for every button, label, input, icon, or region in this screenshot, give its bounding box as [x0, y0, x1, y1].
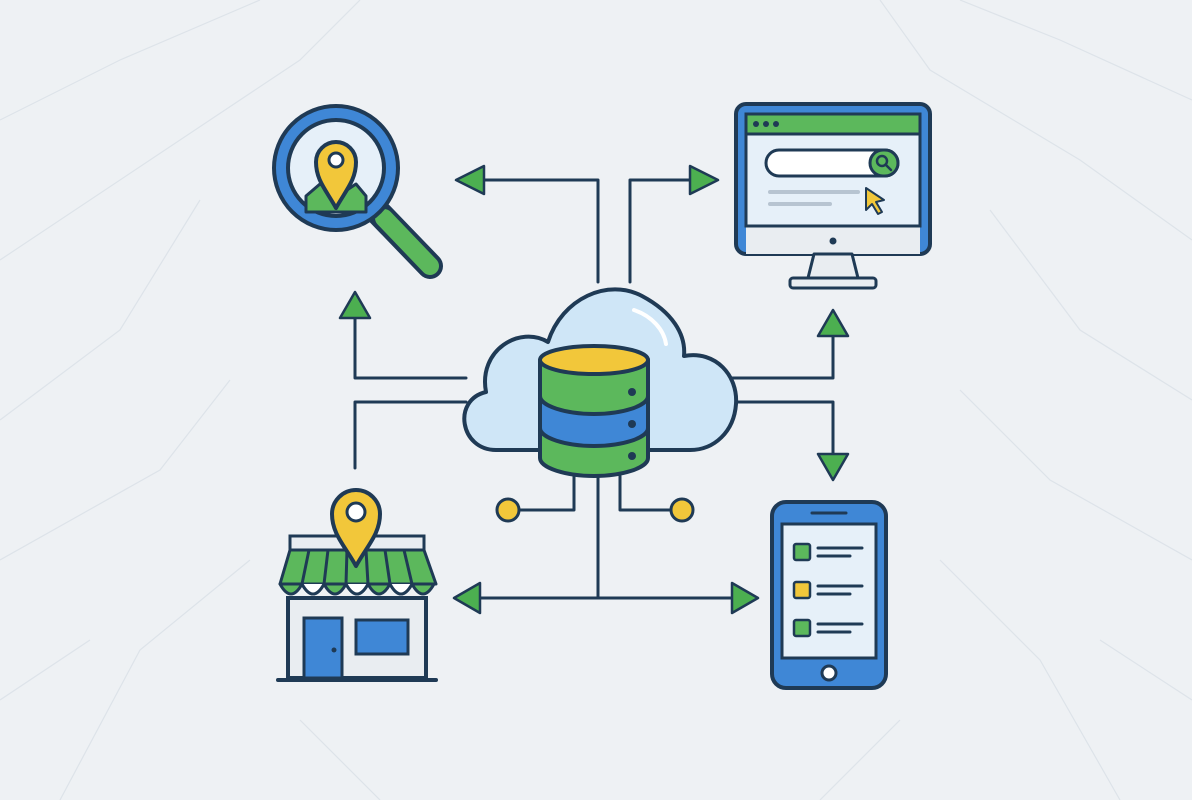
arrow-up-right	[816, 308, 850, 338]
storefront-icon	[276, 488, 438, 682]
store-window	[354, 618, 410, 656]
cloud-database	[462, 287, 739, 478]
arrow-right-top	[688, 164, 720, 196]
terminal-node-left	[495, 497, 521, 523]
map-pin-icon	[314, 140, 358, 210]
database-icon	[538, 344, 650, 478]
search-icon	[875, 154, 893, 172]
map-pin-icon	[330, 488, 382, 568]
checklist	[792, 542, 864, 638]
smartphone-icon	[770, 500, 888, 690]
arrow-heads	[338, 164, 850, 615]
connector-top-right	[628, 178, 692, 284]
cursor-icon	[865, 187, 885, 215]
search-bar	[764, 148, 900, 178]
arrow-up-left	[338, 290, 372, 320]
arrow-right-bottom	[730, 581, 760, 615]
map-pin-magnifier-icon	[272, 104, 443, 279]
connector-top-left	[482, 178, 600, 284]
arrow-left-top	[454, 164, 486, 196]
connector-left-upper	[353, 310, 468, 380]
arrow-down-right	[816, 452, 850, 482]
connector-node-left	[518, 474, 576, 512]
connector-right-lower	[728, 400, 835, 458]
connector-left-lower	[353, 400, 468, 470]
connector-down	[596, 474, 736, 600]
desktop-monitor-icon	[734, 102, 932, 290]
connectors	[353, 178, 835, 600]
terminal-node-right	[669, 497, 695, 523]
connector-node-right	[618, 474, 672, 512]
arrow-left-bottom	[452, 581, 482, 615]
connector-right-upper	[728, 332, 835, 380]
terminal-nodes	[495, 497, 695, 523]
store-door	[302, 616, 344, 680]
awning	[278, 548, 438, 596]
